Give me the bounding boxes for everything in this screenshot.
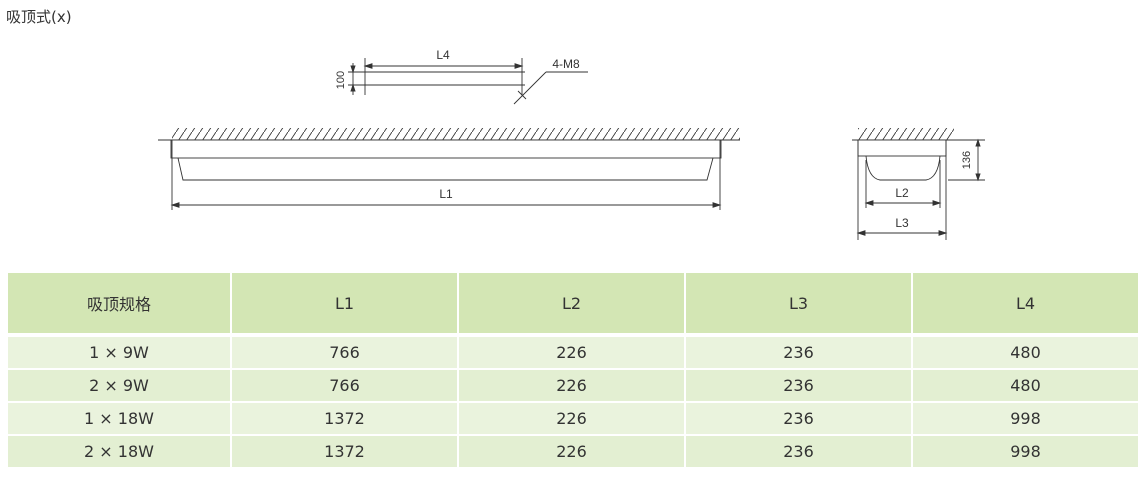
cell-l2: 226: [457, 369, 686, 403]
cell-l3: 236: [684, 369, 913, 403]
cell-l4: 480: [911, 335, 1140, 370]
table-row: 1 × 9W 766 226 236 480: [6, 335, 1140, 370]
cell-l3: 236: [684, 335, 913, 370]
cell-l2: 226: [457, 335, 686, 370]
table-header-row: 吸顶规格 L1 L2 L3 L4: [6, 273, 1140, 337]
spec-table: 吸顶规格 L1 L2 L3 L4 1 × 9W 766 226 236 480 …: [6, 273, 1140, 469]
side-elevation: [852, 128, 985, 240]
cell-l4: 998: [911, 402, 1140, 436]
l2-label: L2: [895, 186, 909, 200]
bolt-label: 4-M8: [552, 57, 580, 71]
dimension-drawing: L4 4-M8 100 L1 L2 L3 136: [158, 48, 985, 240]
page-title: 吸顶式(x): [6, 8, 72, 26]
l3-label: L3: [895, 216, 909, 230]
cell-spec: 1 × 9W: [6, 335, 232, 370]
header-l1: L1: [230, 273, 459, 337]
cell-l4: 998: [911, 435, 1140, 469]
front-elevation: [158, 128, 740, 210]
header-l4: L4: [911, 273, 1140, 337]
cell-l2: 226: [457, 435, 686, 469]
l1-label: L1: [439, 187, 453, 201]
header-l3: L3: [684, 273, 913, 337]
cell-spec: 2 × 9W: [6, 369, 232, 403]
cell-l1: 1372: [230, 435, 459, 469]
cell-l1: 766: [230, 369, 459, 403]
table-row: 1 × 18W 1372 226 236 998: [6, 402, 1140, 436]
header-l2: L2: [457, 273, 686, 337]
cell-l4: 480: [911, 369, 1140, 403]
height-100-label: 100: [335, 71, 347, 89]
l4-label: L4: [436, 48, 450, 62]
cell-l3: 236: [684, 435, 913, 469]
table-row: 2 × 18W 1372 226 236 998: [6, 435, 1140, 469]
height-136-label: 136: [961, 151, 973, 169]
table-row: 2 × 9W 766 226 236 480: [6, 369, 1140, 403]
cell-l1: 766: [230, 335, 459, 370]
cell-l1: 1372: [230, 402, 459, 436]
cell-spec: 1 × 18W: [6, 402, 232, 436]
header-spec: 吸顶规格: [6, 273, 232, 337]
cell-l2: 226: [457, 402, 686, 436]
cell-spec: 2 × 18W: [6, 435, 232, 469]
cell-l3: 236: [684, 402, 913, 436]
mounting-detail: [348, 58, 588, 105]
